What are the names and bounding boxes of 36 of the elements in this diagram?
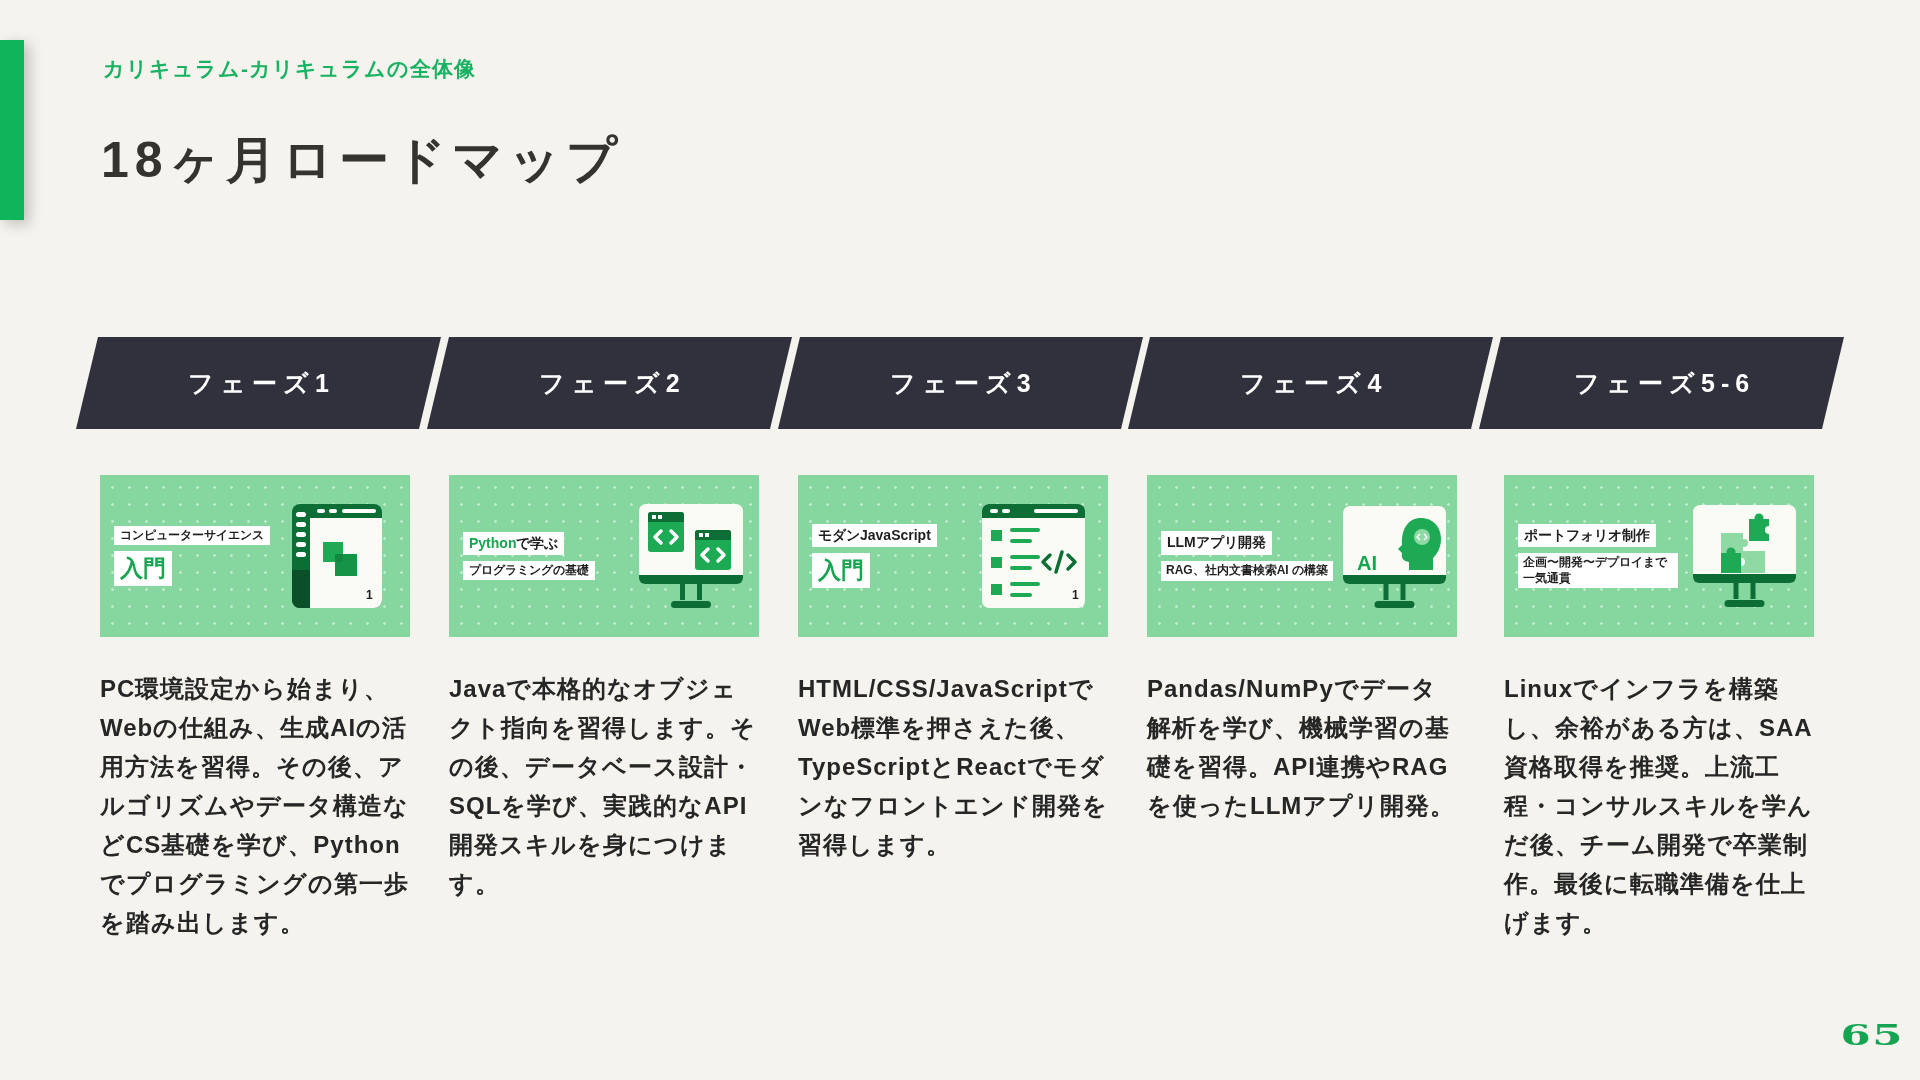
phase-description: Linuxでインフラを構築し、余裕がある方は、SAA資格取得を推奨。上流工程・コンサルスキルを学んだ後、チーム開発で卒業制作。最後に転職準備を仕上げます。	[1504, 674, 1814, 938]
title-tag: モダンJavaScript	[812, 523, 937, 548]
phase-band	[1479, 337, 1845, 429]
course-card	[1147, 475, 1457, 637]
phase-title: フェーズ2	[537, 368, 686, 398]
subtitle-tag: プログラミングの基礎	[463, 561, 595, 581]
phase-description: HTML/CSS/JavaScriptでWeb標準を押さえた後、TypeScriptとReactでモダンなフロントエンド開発を習得します。	[798, 674, 1109, 860]
phase-title: フェーズ3	[888, 368, 1037, 398]
section-kicker: カリキュラム-カリキュラムの全体像	[103, 56, 476, 82]
caption-tag: RAG、社内文書検索AI の構築	[1161, 560, 1333, 581]
phase-description: PC環境設定から始まり、Webの仕組み、生成AIの活用方法を習得。その後、アルゴリズムやデータ構造などCS基礎を学び、Pythonでプログラミングの第一歩を踏み出します。	[100, 674, 410, 938]
title-tag: 入門	[114, 551, 172, 586]
course-card	[1504, 475, 1814, 637]
phase-band	[76, 337, 441, 429]
phase-description: Pandas/NumPyでデータ解析を学び、機械学習の基礎を習得。API連携やRAGを使ったLLMアプリ開発。	[1147, 674, 1457, 821]
title-tag: Pythonで学ぶ	[463, 531, 565, 556]
title-tag: LLMアプリ開発	[1161, 531, 1272, 555]
title-tag: ポートフォリオ制作	[1518, 523, 1656, 548]
phase-description: Javaで本格的なオブジェクト指向を習得します。その後、データベース設計・SQLを学び、実践的なAPI開発スキルを身につけます。	[449, 674, 757, 899]
screen-text: AI	[1357, 553, 1377, 573]
course-card	[449, 475, 759, 637]
phase-band	[426, 337, 792, 429]
subtitle-tag: コンピューターサイエンス	[114, 526, 270, 546]
title-tag: 入門	[812, 553, 870, 589]
caption-tag: 企画〜開発〜デプロイまで一気通貫	[1518, 553, 1678, 589]
page-number: 65	[1840, 1022, 1904, 1050]
phase-title: フェーズ4	[1239, 368, 1388, 398]
course-card	[798, 475, 1108, 637]
phase-title: フェーズ5-6	[1573, 368, 1756, 398]
screen-number: 1	[366, 589, 373, 601]
phase-band	[777, 337, 1143, 429]
slide-title: 18ヶ月ロードマップ	[101, 131, 623, 190]
screen-number: 1	[1072, 589, 1079, 601]
phase-title: フェーズ1	[187, 368, 335, 398]
course-card	[100, 475, 410, 637]
phase-band	[1128, 337, 1494, 429]
